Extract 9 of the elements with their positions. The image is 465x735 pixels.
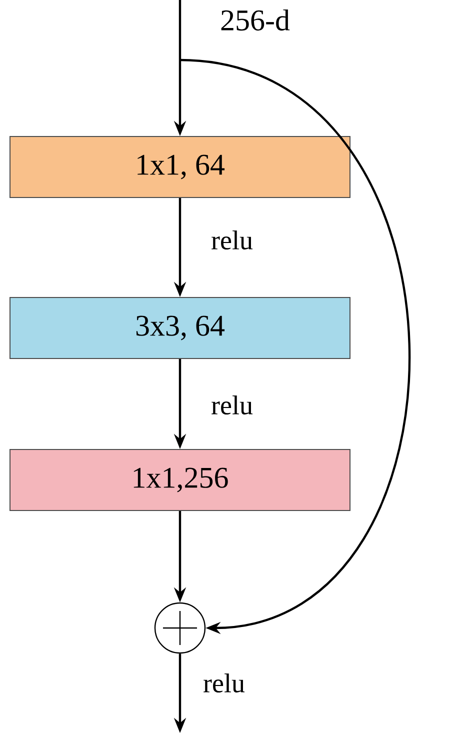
sum-circle [154, 602, 206, 654]
layer-box: 3x3, 64 [10, 297, 350, 359]
layer-box: 1x1,256 [10, 449, 350, 511]
arrow [180, 58, 410, 634]
layer-box: 1x1, 64 [10, 136, 350, 198]
dimension-label: 256-d [221, 9, 290, 31]
edge-label: relu [210, 394, 254, 416]
edge-label: relu [202, 672, 246, 694]
edge-label: relu [210, 230, 254, 250]
